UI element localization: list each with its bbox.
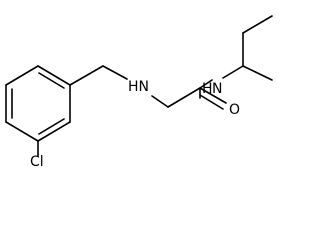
ring-double-bond (38, 72, 65, 89)
ethyl-bond (242, 15, 273, 34)
ring-bond (37, 121, 71, 142)
ch2-to-carbonyl-bond (167, 87, 201, 108)
ring-bond (5, 121, 39, 142)
chlorine-label: Cl (30, 154, 44, 170)
benzene-ring (5, 65, 71, 142)
ch2-to-nh-bond (102, 65, 128, 80)
amide-h-label: H (202, 81, 213, 97)
carbonyl-double-bond (199, 87, 227, 104)
nh-to-ch2-bond (151, 95, 169, 108)
ring-bond (37, 65, 71, 86)
amide-n-to-ch-bond (222, 65, 244, 79)
oxygen-label: O (229, 102, 240, 118)
ring-double-bond (38, 118, 65, 135)
amide-n-label: N (212, 81, 222, 97)
amine-n-label: HN (128, 79, 149, 95)
ring-bond (5, 65, 39, 86)
ring-to-ch2-bond (69, 65, 104, 86)
carbonyl-to-amide-n-bond (199, 79, 213, 89)
ch-to-methyl-bond (242, 65, 273, 81)
carbonyl-double-bond (199, 94, 224, 110)
chemical-structure-diagram: HN N H O Cl (5, 15, 273, 170)
